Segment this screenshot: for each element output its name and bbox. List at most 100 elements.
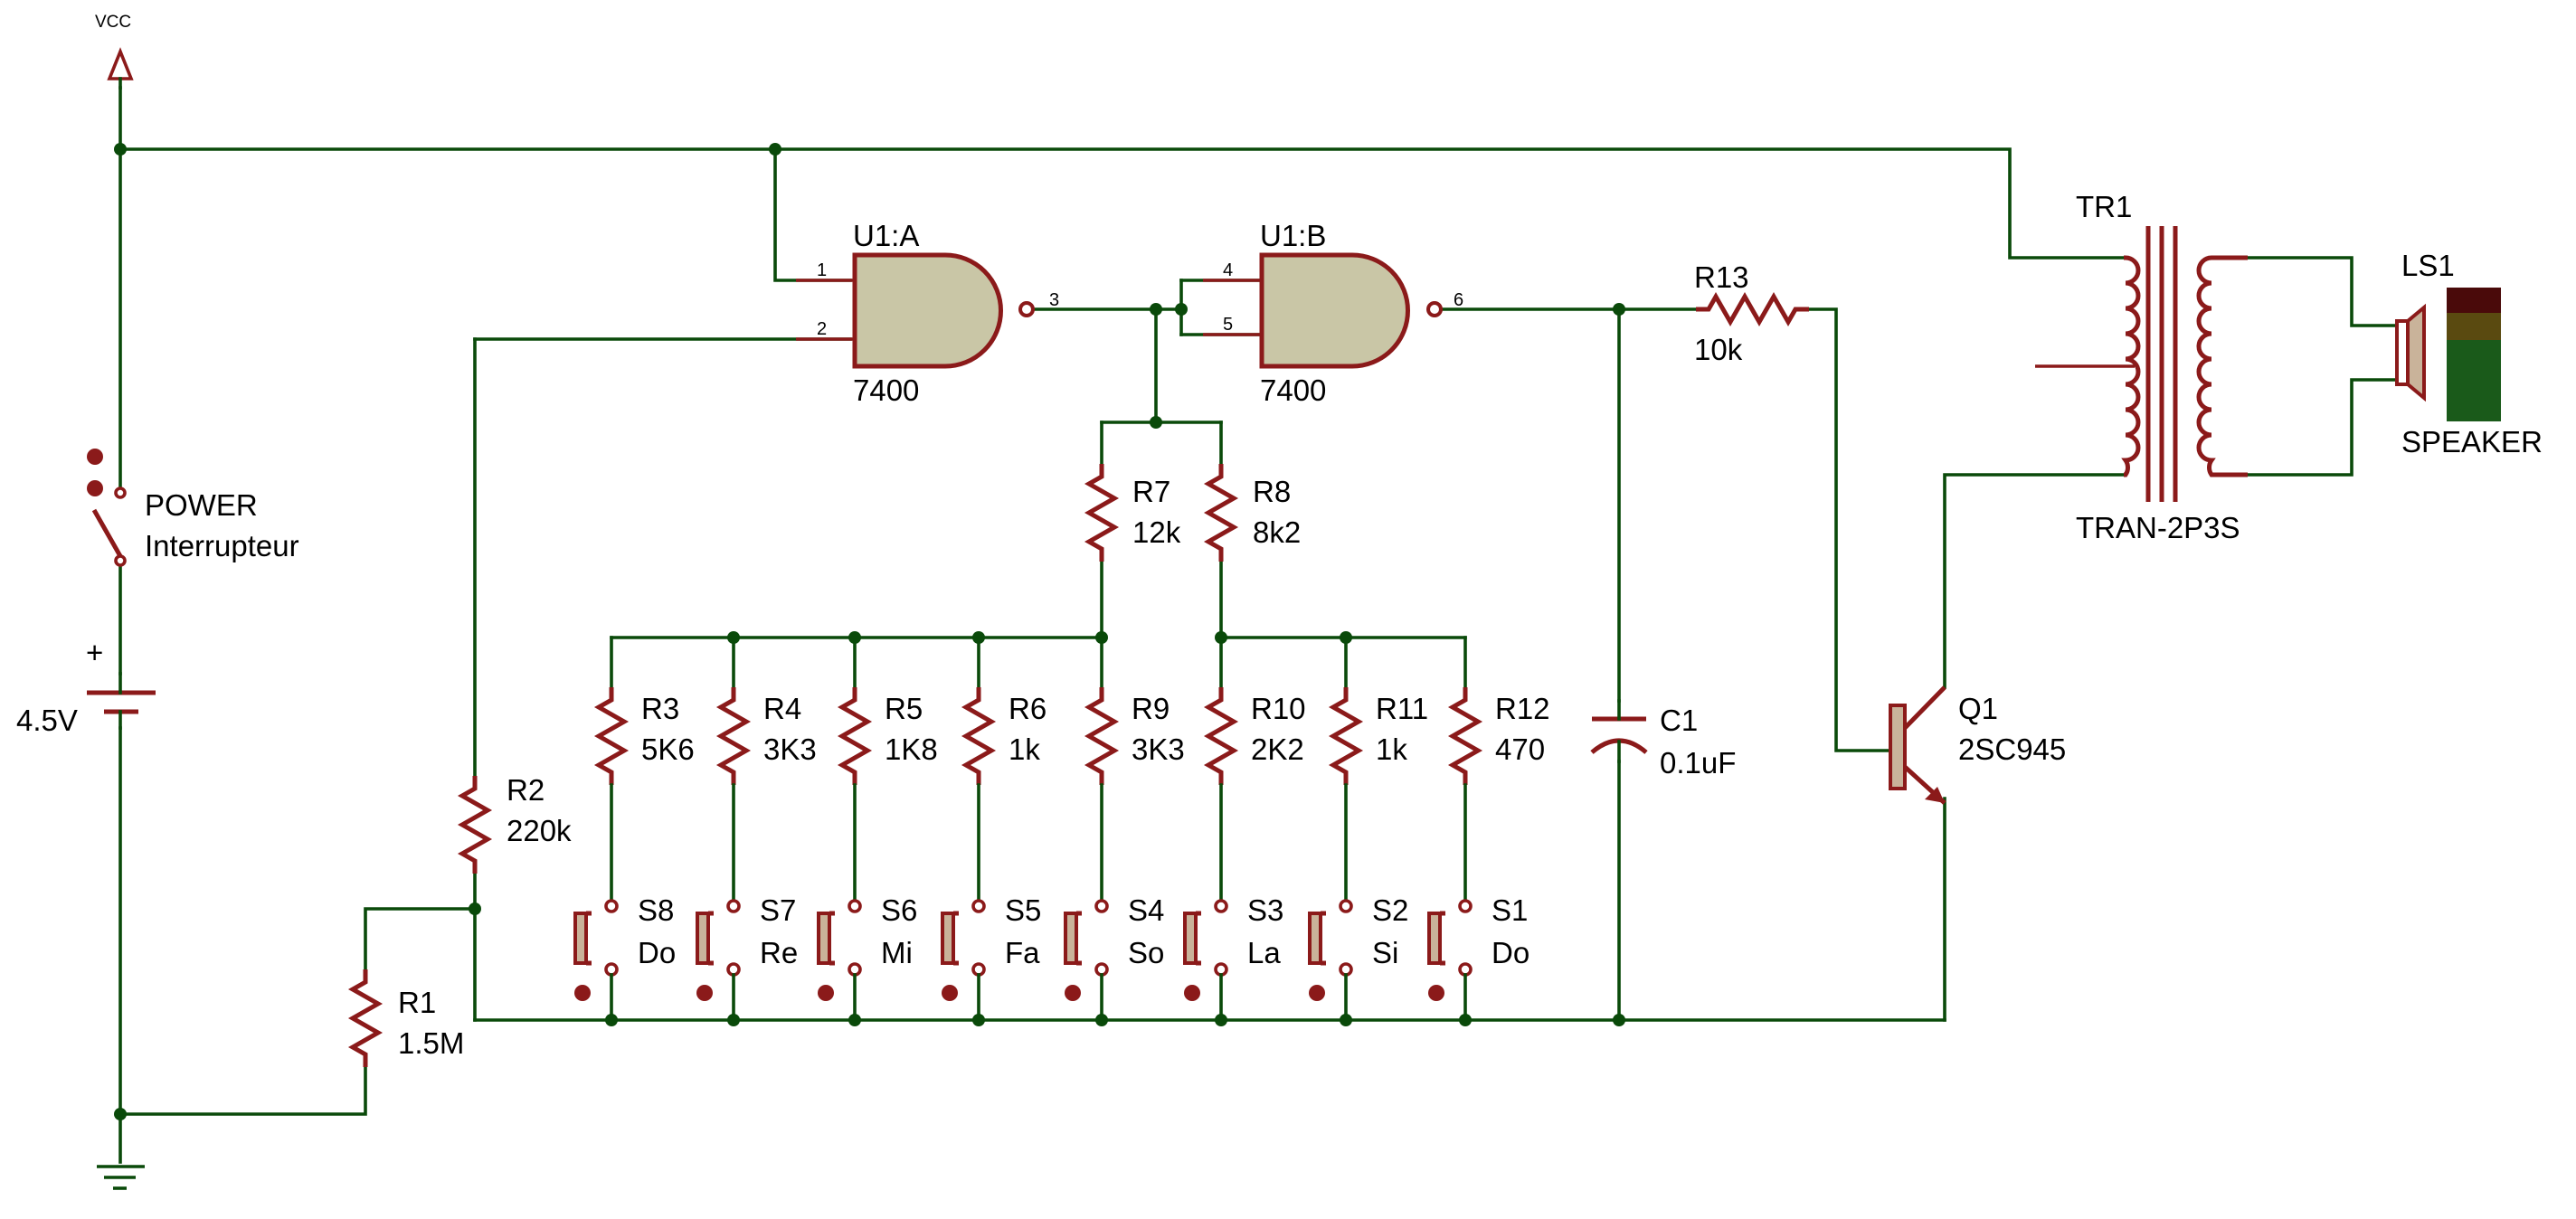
resistor-ref: R10 (1251, 692, 1306, 725)
resistor-value: 1k (1376, 732, 1407, 766)
r2-ref: R2 (507, 773, 545, 807)
u1a-value: 7400 (853, 373, 919, 407)
svg-text:3: 3 (1049, 290, 1059, 310)
switch-note: Mi (881, 936, 913, 969)
c1-value: 0.1uF (1660, 746, 1736, 780)
resistor-r2: R2 220k (462, 773, 572, 874)
resistor-ref: R3 (641, 692, 679, 725)
r7-ref: R7 (1132, 475, 1170, 508)
switch-ref: S8 (638, 893, 674, 927)
u1b-ref: U1:B (1260, 219, 1326, 252)
switch-ref: S3 (1247, 893, 1283, 927)
resistor-r1: R1 1.5M (353, 969, 464, 1067)
svg-text:4: 4 (1223, 260, 1233, 280)
resistor-value: 2K2 (1251, 732, 1304, 766)
switch-ref: S1 (1492, 893, 1528, 927)
transformer-tr1: TR1 TRAN-2P3S (2035, 190, 2248, 544)
switch-note: Do (1492, 936, 1530, 969)
resistor-ref: R4 (763, 692, 801, 725)
switch-note: Re (760, 936, 798, 969)
switch-ref: S5 (1005, 893, 1041, 927)
r8-ref: R8 (1253, 475, 1291, 508)
r1-ref: R1 (398, 986, 436, 1019)
svg-text:2: 2 (817, 319, 827, 339)
resistor-r13: R13 10k (1694, 260, 1809, 366)
transistor-q1: Q1 2SC945 (1889, 685, 2066, 805)
speaker-ls1: LS1 SPEAKER (2395, 249, 2543, 458)
switch-ref: S6 (881, 893, 917, 927)
r1-value: 1.5M (398, 1026, 464, 1060)
r2-value: 220k (507, 814, 572, 847)
resistor-value: 1K8 (885, 732, 938, 766)
switch-note: La (1247, 936, 1281, 969)
battery-plus: + (86, 636, 103, 669)
u1a-ref: U1:A (853, 219, 919, 252)
svg-text:1: 1 (817, 260, 827, 280)
switch-note: Si (1372, 936, 1398, 969)
switch-ref: POWER (145, 488, 258, 522)
battery: + 4.5V (16, 636, 156, 737)
switch-ref: S7 (760, 893, 796, 927)
tone-resistors: R35K6R43K3R51K8R61kR93K3R102K2R111kR1247… (599, 636, 1550, 908)
vcc-terminal: VCC (95, 13, 134, 90)
resistor-ref: R12 (1495, 692, 1550, 725)
r13-value: 10k (1694, 333, 1743, 366)
ls1-value: SPEAKER (2401, 425, 2543, 458)
resistor-value: 3K3 (1132, 732, 1185, 766)
switch-name: Interrupteur (145, 529, 299, 562)
switch-note: So (1128, 936, 1164, 969)
junction-dots (114, 143, 1625, 1120)
c1-ref: C1 (1660, 704, 1698, 737)
tr1-value: TRAN-2P3S (2076, 511, 2240, 544)
svg-text:6: 6 (1454, 290, 1463, 310)
svg-text:5: 5 (1223, 315, 1233, 335)
resistor-r8: R8 8k2 (1208, 464, 1301, 562)
resistor-value: 5K6 (641, 732, 695, 766)
resistor-ref: R11 (1376, 692, 1428, 725)
resistor-ref: R6 (1009, 692, 1046, 725)
resistor-value: 3K3 (763, 732, 817, 766)
power-switch[interactable]: POWER Interrupteur (87, 449, 299, 567)
r13-ref: R13 (1694, 260, 1749, 294)
wires (118, 86, 2399, 1164)
q1-value: 2SC945 (1958, 732, 2066, 766)
r8-value: 8k2 (1253, 515, 1301, 549)
switch-ref: S4 (1128, 893, 1164, 927)
switch-ref: S2 (1372, 893, 1408, 927)
resistor-value: 470 (1495, 732, 1545, 766)
ground-symbol (97, 1165, 145, 1190)
resistor-ref: R5 (885, 692, 923, 725)
switch-note: Fa (1005, 936, 1040, 969)
switch-note: Do (638, 936, 676, 969)
tr1-ref: TR1 (2076, 190, 2132, 223)
u1b-value: 7400 (1260, 373, 1326, 407)
resistor-value: 1k (1009, 732, 1040, 766)
q1-ref: Q1 (1958, 692, 1998, 725)
nand-gate-u1b: 4 5 6 U1:B 7400 (1203, 219, 1463, 407)
battery-value: 4.5V (16, 704, 78, 737)
nand-gate-u1a: 1 2 3 U1:A 7400 (796, 219, 1059, 407)
capacitor-c1: C1 0.1uF (1590, 699, 1736, 780)
resistor-r7: R7 12k (1089, 464, 1181, 562)
vcc-label: VCC (95, 13, 131, 32)
r7-value: 12k (1132, 515, 1181, 549)
resistor-ref: R9 (1132, 692, 1170, 725)
